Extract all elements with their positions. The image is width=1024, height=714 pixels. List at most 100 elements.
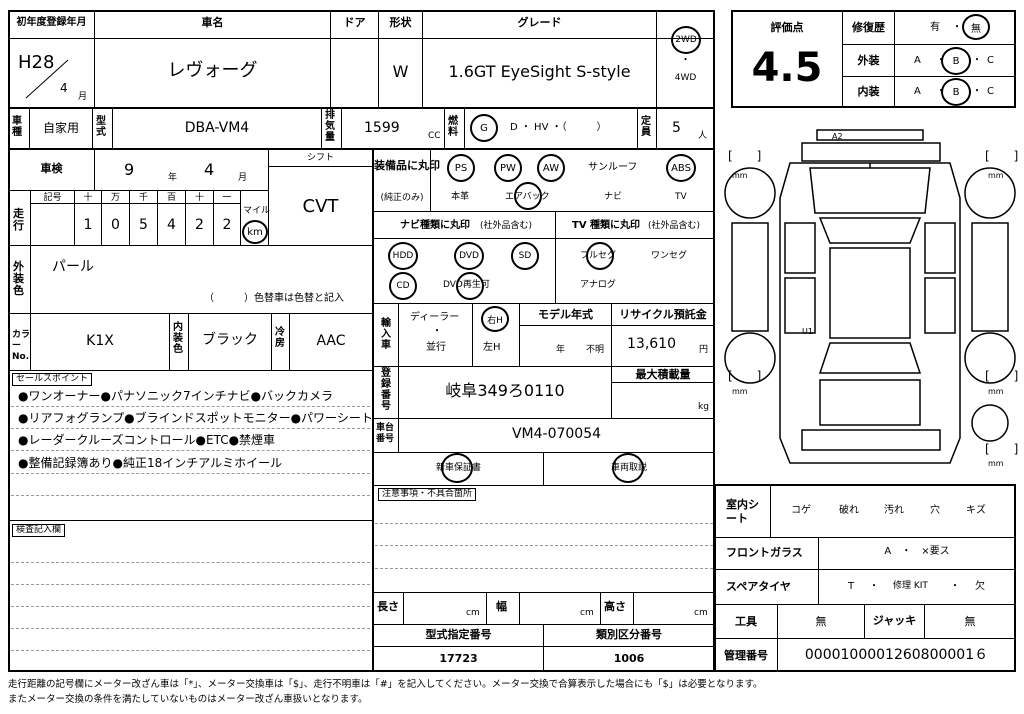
exterior-c: C <box>987 55 994 66</box>
navi-sub: (社外品含む) <box>480 221 533 231</box>
mileage-header-5: 十 <box>194 193 204 203</box>
interior-label: 内装 <box>857 85 880 98</box>
shape-header: 形状 <box>389 16 412 29</box>
import-dealer: ディーラー <box>410 312 460 323</box>
glass-value: A ・ ×要ス <box>884 546 950 557</box>
mileage-digit-3: 5 <box>139 217 148 233</box>
diagram-mm-rr: mm <box>988 387 1004 396</box>
capacity-value: 5 <box>672 120 681 136</box>
capacity-unit: 人 <box>698 131 708 141</box>
car-damage-diagram: A2 U1 [ ] mm [ ] mm [ ] mm [ ] mm [ ] mm <box>724 129 1018 468</box>
mileage-header-2: 万 <box>110 193 120 203</box>
diagram-bracket-spare: [ ] <box>985 442 1018 456</box>
tools-label: 工具 <box>735 615 757 628</box>
sales-line-4: ●整備記録簿あり●純正18インチアルミホイール <box>18 456 283 470</box>
navi-cd-circle: CD <box>389 272 417 300</box>
mileage-header-4: 百 <box>166 193 176 203</box>
warranty-manual: 車両取説 <box>610 463 647 473</box>
exterior-a: A <box>914 55 921 66</box>
diagram-mm-fl: mm <box>732 171 748 180</box>
import-label: 輸入車 <box>381 318 391 351</box>
model-year-unknown: 不明 <box>586 345 605 355</box>
diagram-a2: A2 <box>832 132 843 141</box>
tv-sub: (社外品含む) <box>648 221 701 231</box>
mileage-digit-6: 2 <box>222 217 232 233</box>
import-left: 左H <box>483 342 501 353</box>
shift-label: シフト <box>306 153 334 163</box>
notes-label: 注意事項・不具合箇所 <box>378 488 477 501</box>
disp-value: 1599 <box>364 120 400 136</box>
colorno-value: K1X <box>86 333 114 349</box>
equip-airbag-circle <box>514 182 542 210</box>
diagram-u1: U1 <box>802 327 813 336</box>
reg-label: 登録番号 <box>381 368 391 412</box>
dims-width-cm: cm <box>580 608 594 618</box>
equip-sub: (純正のみ) <box>380 193 424 203</box>
inspection-label: 車検 <box>40 162 63 175</box>
class-no-value: 1006 <box>613 652 645 665</box>
spare-t: T <box>848 581 855 592</box>
load-label: 最大積載量 <box>635 368 691 381</box>
mgmt-label: 管理番号 <box>724 649 768 662</box>
repair-label: 修復歴 <box>852 21 885 34</box>
mileage-km-circle: km <box>242 220 268 244</box>
equip-label: 装備品に丸印 <box>374 159 440 172</box>
first-reg-slash <box>25 59 69 99</box>
spare-kit: 修理 KIT <box>893 581 928 591</box>
interior-a: A <box>914 86 921 97</box>
car-name-value: レヴォーグ <box>167 60 258 81</box>
tv-label: TV 種類に丸印 <box>572 220 641 231</box>
tv-one: ワンセグ <box>651 251 688 261</box>
main-sheet-frame <box>8 10 715 672</box>
reg-value: 岐阜349ろ0110 <box>445 381 565 400</box>
jack-value: 無 <box>964 615 976 628</box>
navi-dvd-circle: DVD <box>454 242 484 270</box>
glass-label: フロントガラス <box>726 546 803 559</box>
diagram-bracket-fr: [ ] <box>985 149 1018 163</box>
bottom-right-frame <box>714 484 1016 672</box>
tv-full: フルセグ <box>580 251 617 261</box>
navi-label: ナビ種類に丸印 <box>400 220 470 231</box>
type-no-value: 17723 <box>439 652 478 665</box>
equip-sunroof: サンルーフ <box>588 162 638 173</box>
drive-2wd-circle: 2WD <box>671 26 701 54</box>
spare-label: スペアタイヤ <box>726 580 791 593</box>
chassis-value: VM4-070054 <box>511 426 602 442</box>
tv-full-circle <box>586 242 614 270</box>
color-value: パール <box>52 259 94 275</box>
first-reg-era: H28 <box>18 52 55 73</box>
diagram-mm-fr: mm <box>988 171 1004 180</box>
inspection-year-unit: 年 <box>168 173 178 183</box>
seat-item-3: 汚れ <box>884 505 904 516</box>
interior-c: C <box>987 86 994 97</box>
drive-4wd: 4WD <box>674 73 697 83</box>
exterior-label: 外装 <box>857 54 880 67</box>
seat-label: 室内シート <box>726 498 759 525</box>
navi-hdd-circle: HDD <box>388 242 418 270</box>
navi-dvdplay-circle <box>456 272 484 300</box>
repair-no-circle: 無 <box>962 14 990 40</box>
class-no-label: 類別区分番号 <box>596 628 662 641</box>
equip-abs-circle: ABS <box>666 154 696 182</box>
seat-item-4: 穴 <box>930 505 940 516</box>
fuel-options: D ・ HV ・（ ） <box>510 122 607 133</box>
spare-dot1: ・ <box>869 581 879 592</box>
load-unit: kg <box>698 402 709 412</box>
mileage-header-1: 十 <box>83 193 93 203</box>
model-year-year: 年 <box>556 345 566 355</box>
inspection-month: 4 <box>204 160 215 179</box>
use-value: 自家用 <box>42 121 79 135</box>
navi-dvdplay: DVD再生可 <box>443 280 490 290</box>
mileage-digit-2: 0 <box>111 217 120 233</box>
sales-label: セールスポイント <box>12 373 93 386</box>
seat-item-1: コゲ <box>791 505 811 516</box>
disp-cc: CC <box>428 131 441 141</box>
inspection-month-unit: 月 <box>238 173 248 183</box>
equip-tv: TV <box>675 192 687 202</box>
ac-value: AAC <box>316 333 346 349</box>
equip-pw-circle: PW <box>494 154 522 182</box>
equip-ps-circle: PS <box>447 154 475 182</box>
fuel-g-circle: G <box>470 114 498 142</box>
color-change-note: （ ）色替車は色替と記入 <box>204 293 344 304</box>
score-frame <box>731 10 1016 108</box>
